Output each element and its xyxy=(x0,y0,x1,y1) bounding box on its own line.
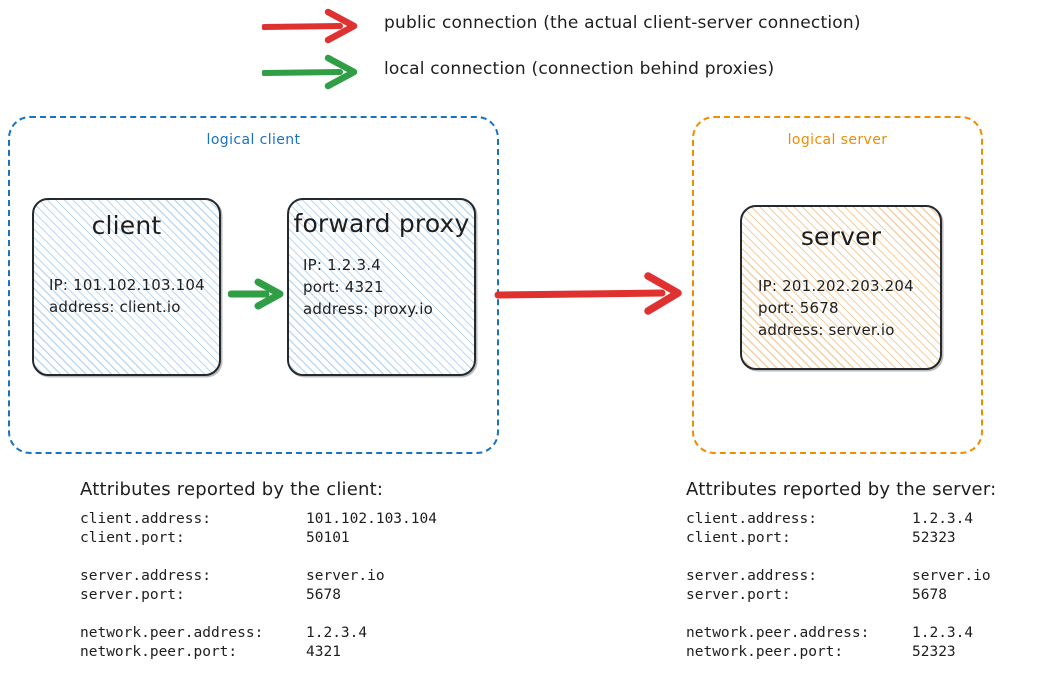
attr-value: 52323 xyxy=(912,530,956,546)
table-row: client.port: 52323 xyxy=(686,529,991,548)
attr-key: server.port: xyxy=(686,587,791,603)
table-row: client.address: 1.2.3.4 xyxy=(686,510,991,529)
attr-key: server.address: xyxy=(686,568,817,584)
client-node-title: client xyxy=(91,211,162,240)
server-attributes-title: Attributes reported by the server: xyxy=(686,479,997,500)
table-row: network.peer.port: 4321 xyxy=(80,643,437,662)
forward-proxy-node[interactable]: forward proxy IP: 1.2.3.4 port: 4321 add… xyxy=(287,198,476,376)
attr-key: client.port: xyxy=(80,530,185,546)
attr-key: network.peer.address: xyxy=(686,625,870,641)
table-row: client.port: 50101 xyxy=(80,529,437,548)
server-attributes-table: client.address: 1.2.3.4 client.port: 523… xyxy=(686,510,991,662)
table-row-spacer xyxy=(80,548,437,567)
attr-value: 5678 xyxy=(912,587,947,603)
table-row-spacer xyxy=(686,548,991,567)
attr-value: 1.2.3.4 xyxy=(912,625,974,641)
public-connection-arrow xyxy=(494,272,682,315)
table-row-spacer xyxy=(686,605,991,624)
attr-value: 4321 xyxy=(306,644,341,660)
forward-proxy-node-details: IP: 1.2.3.4 port: 4321 address: proxy.io xyxy=(303,256,433,318)
table-row: server.address: server.io xyxy=(686,567,991,586)
attr-value: 1.2.3.4 xyxy=(306,625,368,641)
green-arrow-icon xyxy=(262,54,358,90)
logical-client-label: logical client xyxy=(206,132,301,148)
forward-proxy-node-title: forward proxy xyxy=(293,209,470,238)
table-row: network.peer.address: 1.2.3.4 xyxy=(686,624,991,643)
attr-value: 52323 xyxy=(912,644,956,660)
table-row: network.peer.address: 1.2.3.4 xyxy=(80,624,437,643)
client-attributes-title: Attributes reported by the client: xyxy=(80,479,384,500)
attr-key: network.peer.port: xyxy=(80,644,238,660)
table-row: network.peer.port: 52323 xyxy=(686,643,991,662)
local-connection-arrow xyxy=(228,278,284,310)
legend-item-public: public connection (the actual client-ser… xyxy=(262,6,1002,52)
client-node-details: IP: 101.102.103.104 address: client.io xyxy=(49,276,205,316)
attr-value: 5678 xyxy=(306,587,341,603)
attr-value: 1.2.3.4 xyxy=(912,511,974,527)
attr-key: client.port: xyxy=(686,530,791,546)
client-attributes-block: Attributes reported by the client: clien… xyxy=(80,478,437,662)
attr-value: 101.102.103.104 xyxy=(306,511,437,527)
client-node[interactable]: client IP: 101.102.103.104 address: clie… xyxy=(32,198,221,376)
server-attributes-block: Attributes reported by the server: clien… xyxy=(686,478,996,662)
legend-label-public: public connection (the actual client-ser… xyxy=(384,13,861,33)
attr-value: 50101 xyxy=(306,530,350,546)
table-row: client.address: 101.102.103.104 xyxy=(80,510,437,529)
table-row: server.port: 5678 xyxy=(686,586,991,605)
legend: public connection (the actual client-ser… xyxy=(262,6,1002,98)
attr-key: server.address: xyxy=(80,568,211,584)
logical-server-group: logical server xyxy=(692,116,983,454)
attr-key: server.port: xyxy=(80,587,185,603)
attr-key: client.address: xyxy=(686,511,817,527)
attr-key: network.peer.port: xyxy=(686,644,844,660)
server-node-details: IP: 201.202.203.204 port: 5678 address: … xyxy=(758,277,914,339)
table-row: server.address: server.io xyxy=(80,567,437,586)
legend-label-local: local connection (connection behind prox… xyxy=(384,59,775,79)
table-row: server.port: 5678 xyxy=(80,586,437,605)
attr-value: server.io xyxy=(306,568,385,584)
red-arrow-icon xyxy=(262,8,358,44)
table-row-spacer xyxy=(80,605,437,624)
client-attributes-table: client.address: 101.102.103.104 client.p… xyxy=(80,510,437,662)
logical-server-label: logical server xyxy=(787,132,888,148)
legend-item-local: local connection (connection behind prox… xyxy=(262,52,1002,98)
attr-key: client.address: xyxy=(80,511,211,527)
server-node[interactable]: server IP: 201.202.203.204 port: 5678 ad… xyxy=(740,205,942,370)
attr-key: network.peer.address: xyxy=(80,625,264,641)
server-node-title: server xyxy=(800,222,882,251)
attr-value: server.io xyxy=(912,568,991,584)
logical-client-group: logical client xyxy=(8,116,499,454)
